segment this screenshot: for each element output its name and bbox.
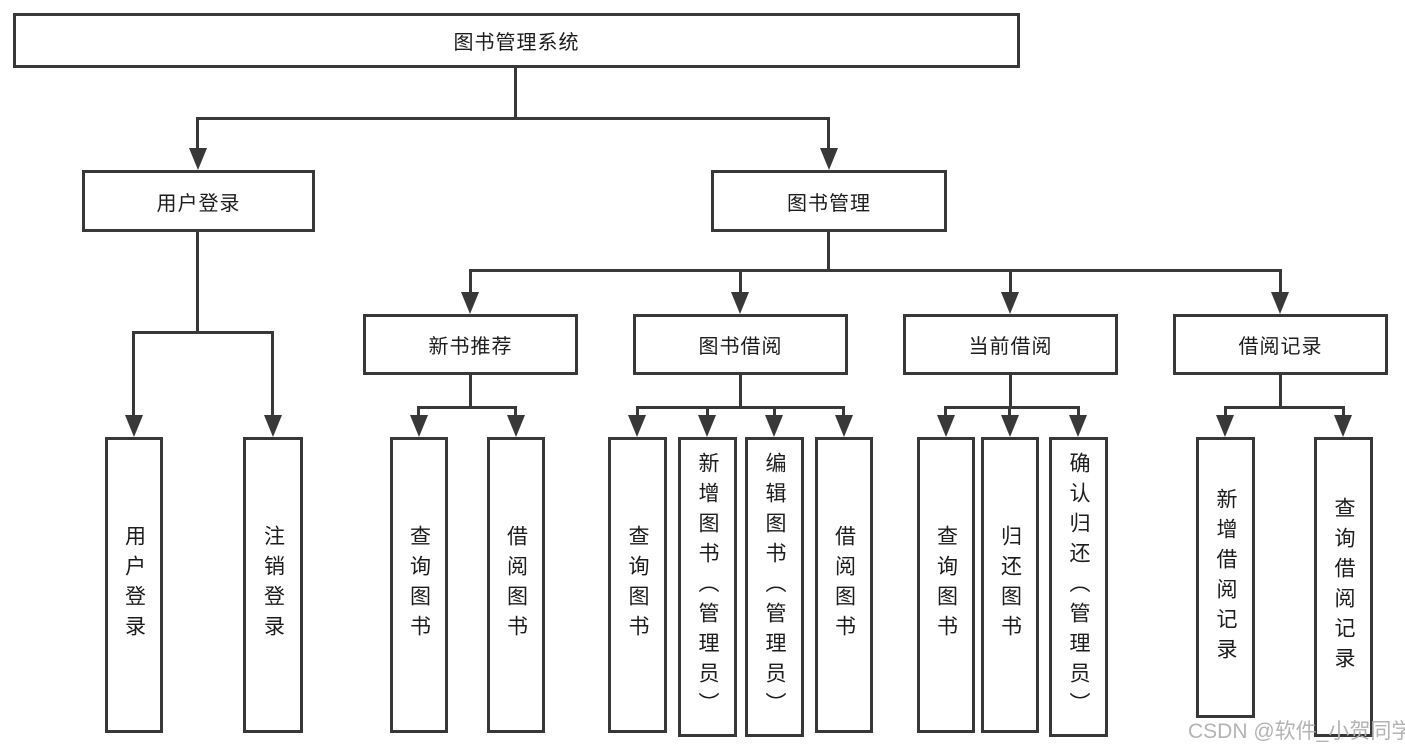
arrowhead-current-borrowing-icon	[1001, 292, 1019, 314]
node-label: 当前借阅	[968, 336, 1053, 358]
arrowhead-icon	[835, 415, 853, 437]
node-book-management: 图书管理	[711, 170, 947, 232]
node-label: 借阅记录	[1238, 336, 1323, 358]
node-label: 新书推荐	[428, 336, 513, 358]
leaf-borrow-books-borrowing: 借阅图书	[815, 437, 873, 733]
leaf-add-borrowing-record: 新增借阅记录	[1196, 437, 1255, 718]
arrowhead-icon	[765, 415, 783, 437]
connector-stub	[417, 409, 420, 418]
leaf-label: 用户登录	[122, 525, 146, 645]
leaf-label: 新增借阅记录	[1214, 487, 1237, 668]
connector-book-management-stem	[827, 232, 830, 272]
arrowhead-icon	[1334, 415, 1352, 437]
connector-records-rail	[1224, 406, 1345, 409]
connector-recommendation-stem	[469, 375, 472, 409]
connector-user-login-stem	[196, 232, 199, 334]
leaf-label: 查询图书	[934, 525, 958, 645]
connector-current-rail	[944, 406, 1080, 409]
connector-stub	[1224, 409, 1227, 418]
arrowhead-icon	[507, 415, 525, 437]
leaf-query-books-recommendation: 查询图书	[390, 437, 448, 733]
leaf-label: 借阅图书	[504, 525, 528, 645]
leaf-label: 编辑图书（管理员）	[763, 452, 786, 722]
arrowhead-book-management-icon	[820, 148, 838, 170]
arrowhead-icon	[1001, 415, 1019, 437]
connector-stub-book-management	[827, 120, 830, 153]
leaf-label: 查询图书	[407, 525, 431, 645]
connector-stub-leaf-user-login	[132, 334, 135, 417]
connector-stub	[1342, 409, 1345, 418]
leaf-label: 归还图书	[998, 525, 1022, 645]
arrowhead-icon	[410, 415, 428, 437]
connector-user-login-rail	[132, 331, 274, 334]
arrowhead-icon	[937, 415, 955, 437]
leaf-add-books-admin: 新增图书（管理员）	[678, 437, 737, 737]
arrowhead-icon	[698, 415, 716, 437]
node-label: 图书管理	[787, 192, 871, 215]
connector-stub	[1077, 409, 1080, 418]
leaf-borrow-books-recommendation: 借阅图书	[487, 437, 545, 733]
arrowhead-icon	[1069, 415, 1087, 437]
connector-stub	[1008, 409, 1011, 418]
leaf-label: 查询图书	[626, 525, 649, 645]
node-library-management-system: 图书管理系统	[13, 13, 1020, 68]
node-new-book-recommendation: 新书推荐	[363, 314, 578, 375]
csdn-watermark: CSDN @软件_小贺同学	[1188, 720, 1405, 743]
connector-recommendation-rail	[417, 406, 517, 409]
connector-stub-new-book-recommendation	[469, 272, 472, 296]
connector-current-stem	[1009, 375, 1012, 409]
connector-level3-rail	[469, 269, 1282, 272]
connector-stub	[514, 409, 517, 418]
node-book-borrowing: 图书借阅	[633, 314, 848, 375]
leaf-user-login: 用户登录	[105, 437, 163, 733]
connector-stub-user-login	[196, 120, 199, 153]
arrowhead-leaf-user-login-icon	[125, 415, 143, 437]
connector-borrowing-stem	[739, 375, 742, 409]
arrowhead-book-borrowing-icon	[731, 292, 749, 314]
leaf-label: 注销登录	[261, 525, 285, 645]
node-label: 图书管理系统	[453, 32, 580, 54]
connector-stub-borrowing-records	[1279, 272, 1282, 296]
leaf-query-books-current: 查询图书	[917, 437, 975, 733]
leaf-label: 借阅图书	[832, 525, 856, 645]
leaf-confirm-return-admin: 确认归还（管理员）	[1049, 437, 1108, 737]
leaf-edit-books-admin: 编辑图书（管理员）	[745, 437, 804, 737]
arrowhead-icon	[628, 415, 646, 437]
node-borrowing-records: 借阅记录	[1173, 314, 1388, 375]
connector-level2-rail	[196, 117, 830, 120]
connector-root-stem	[514, 68, 517, 120]
leaf-label: 确认归还（管理员）	[1067, 452, 1090, 722]
arrowhead-borrowing-records-icon	[1271, 292, 1289, 314]
leaf-query-books-borrowing: 查询图书	[608, 437, 667, 733]
arrowhead-icon	[1216, 415, 1234, 437]
node-label: 用户登录	[156, 192, 241, 215]
connector-stub	[773, 409, 776, 418]
leaf-label: 新增图书（管理员）	[696, 452, 719, 722]
leaf-return-books: 归还图书	[981, 437, 1039, 733]
node-label: 图书借阅	[698, 336, 783, 358]
leaf-query-borrowing-record: 查询借阅记录	[1314, 437, 1373, 737]
leaf-logout: 注销登录	[243, 437, 303, 733]
connector-stub-current-borrowing	[1009, 272, 1012, 296]
arrowhead-leaf-logout-icon	[264, 415, 282, 437]
arrowhead-new-book-recommendation-icon	[461, 292, 479, 314]
connector-records-stem	[1279, 375, 1282, 409]
connector-stub	[706, 409, 709, 418]
arrowhead-user-login-icon	[189, 148, 207, 170]
node-user-login: 用户登录	[82, 170, 315, 232]
connector-stub	[944, 409, 947, 418]
connector-stub-book-borrowing	[739, 272, 742, 296]
connector-stub	[842, 409, 845, 418]
node-current-borrowing: 当前借阅	[903, 314, 1118, 375]
connector-stub	[636, 409, 639, 418]
connector-stub-leaf-logout	[271, 334, 274, 417]
connector-borrowing-rail	[636, 406, 845, 409]
leaf-label: 查询借阅记录	[1332, 497, 1355, 677]
